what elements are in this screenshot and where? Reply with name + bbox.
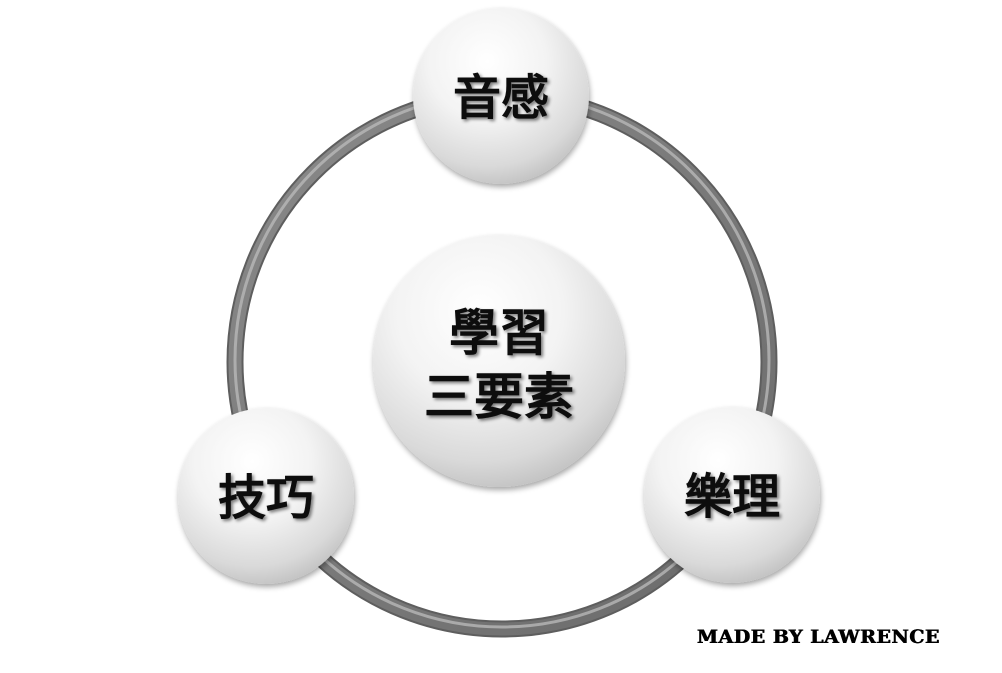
node-right-label: 樂理 [684,469,780,525]
node-top-label: 音感 [453,70,549,126]
center-label-line2: 三要素 [424,367,574,426]
author-credit: MADE BY LAWRENCE [697,626,940,648]
center-label-line1: 學習 [449,303,549,362]
center-node: 學習 三要素 [373,235,625,487]
node-left: 技巧 [178,408,354,584]
node-left-label: 技巧 [218,470,314,526]
node-right: 樂理 [644,407,820,583]
node-top: 音感 [413,8,589,184]
